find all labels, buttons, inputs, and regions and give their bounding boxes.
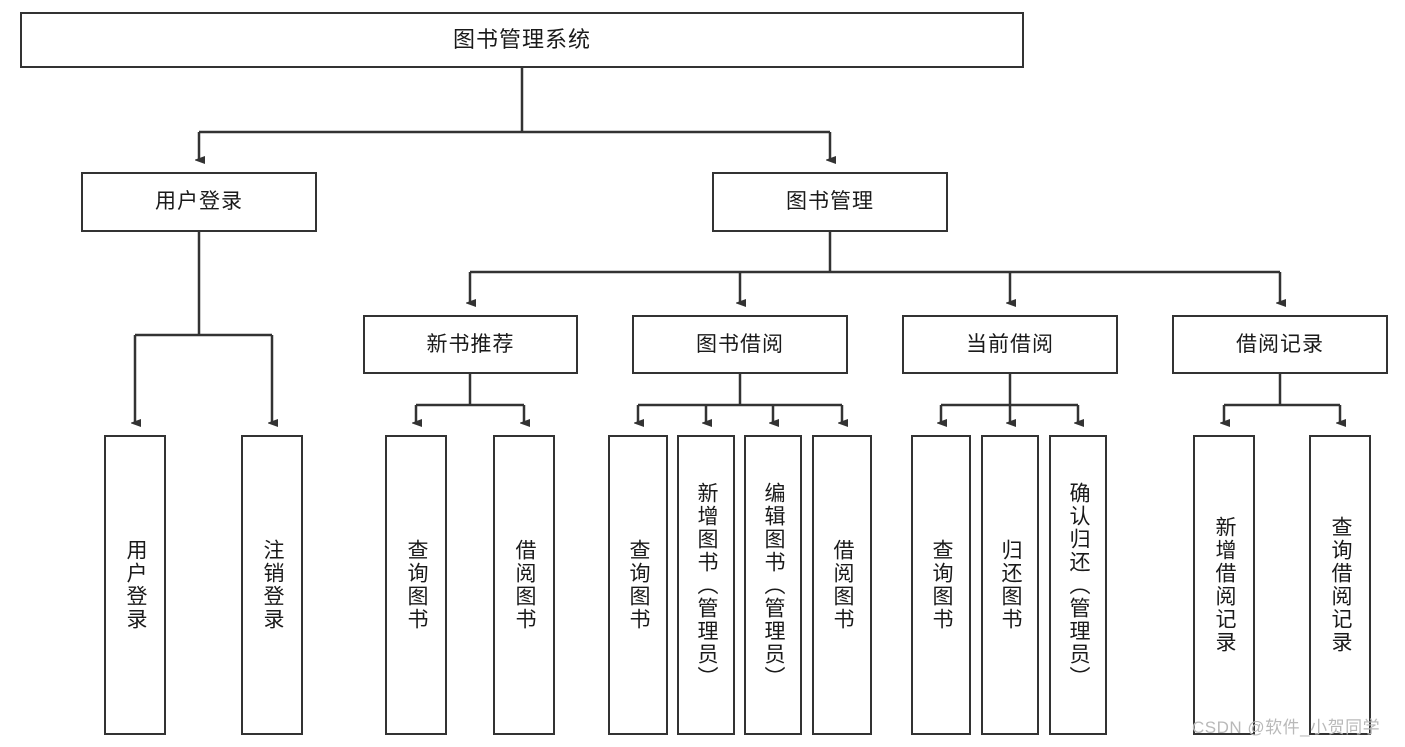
node-leaf-borrow-query-book[interactable]: 查询图书 [608,435,668,735]
node-leaf-current-confirm-return-label: 确认归还（管理员） [1067,481,1090,689]
node-leaf-borrow-add-book-label: 新增图书（管理员） [695,481,718,689]
node-leaf-borrow-edit-book[interactable]: 编辑图书（管理员） [744,435,802,735]
node-leaf-borrow-query-book-label: 查询图书 [627,539,650,631]
node-book-management-label: 图书管理 [786,190,874,214]
node-leaf-borrow-borrow-book-label: 借阅图书 [831,539,854,631]
node-leaf-current-return-book-label: 归还图书 [999,539,1022,631]
node-leaf-borrow-edit-book-label: 编辑图书（管理员） [762,481,785,689]
node-leaf-add-borrow-record-label: 新增借阅记录 [1213,516,1236,654]
node-leaf-current-return-book[interactable]: 归还图书 [981,435,1039,735]
node-book-borrow[interactable]: 图书借阅 [632,315,848,374]
node-leaf-borrow-add-book[interactable]: 新增图书（管理员） [677,435,735,735]
node-user-login[interactable]: 用户登录 [81,172,317,232]
node-leaf-recommend-query-book[interactable]: 查询图书 [385,435,447,735]
node-new-book-recommend[interactable]: 新书推荐 [363,315,578,374]
node-borrow-records-label: 借阅记录 [1236,332,1324,356]
node-leaf-current-confirm-return[interactable]: 确认归还（管理员） [1049,435,1107,735]
node-user-login-label: 用户登录 [155,190,243,214]
node-borrow-records[interactable]: 借阅记录 [1172,315,1388,374]
node-root-system[interactable]: 图书管理系统 [20,12,1024,68]
node-book-management[interactable]: 图书管理 [712,172,948,232]
node-book-borrow-label: 图书借阅 [696,332,784,356]
node-leaf-logout-label: 注销登录 [261,539,284,631]
node-leaf-recommend-borrow-book-label: 借阅图书 [513,539,536,631]
node-leaf-query-borrow-record[interactable]: 查询借阅记录 [1309,435,1371,735]
node-leaf-recommend-query-book-label: 查询图书 [405,539,428,631]
node-current-borrow[interactable]: 当前借阅 [902,315,1118,374]
node-leaf-recommend-borrow-book[interactable]: 借阅图书 [493,435,555,735]
node-leaf-user-login[interactable]: 用户登录 [104,435,166,735]
node-leaf-current-query-book-label: 查询图书 [930,539,953,631]
node-leaf-query-borrow-record-label: 查询借阅记录 [1329,516,1352,654]
node-leaf-current-query-book[interactable]: 查询图书 [911,435,971,735]
node-leaf-borrow-borrow-book[interactable]: 借阅图书 [812,435,872,735]
node-current-borrow-label: 当前借阅 [966,332,1054,356]
node-leaf-user-login-label: 用户登录 [124,539,147,631]
node-leaf-add-borrow-record[interactable]: 新增借阅记录 [1193,435,1255,735]
node-leaf-logout[interactable]: 注销登录 [241,435,303,735]
node-new-book-recommend-label: 新书推荐 [426,332,515,356]
csdn-watermark: CSDN @软件_小贺同学 [1192,718,1381,737]
node-root-label: 图书管理系统 [452,26,591,52]
